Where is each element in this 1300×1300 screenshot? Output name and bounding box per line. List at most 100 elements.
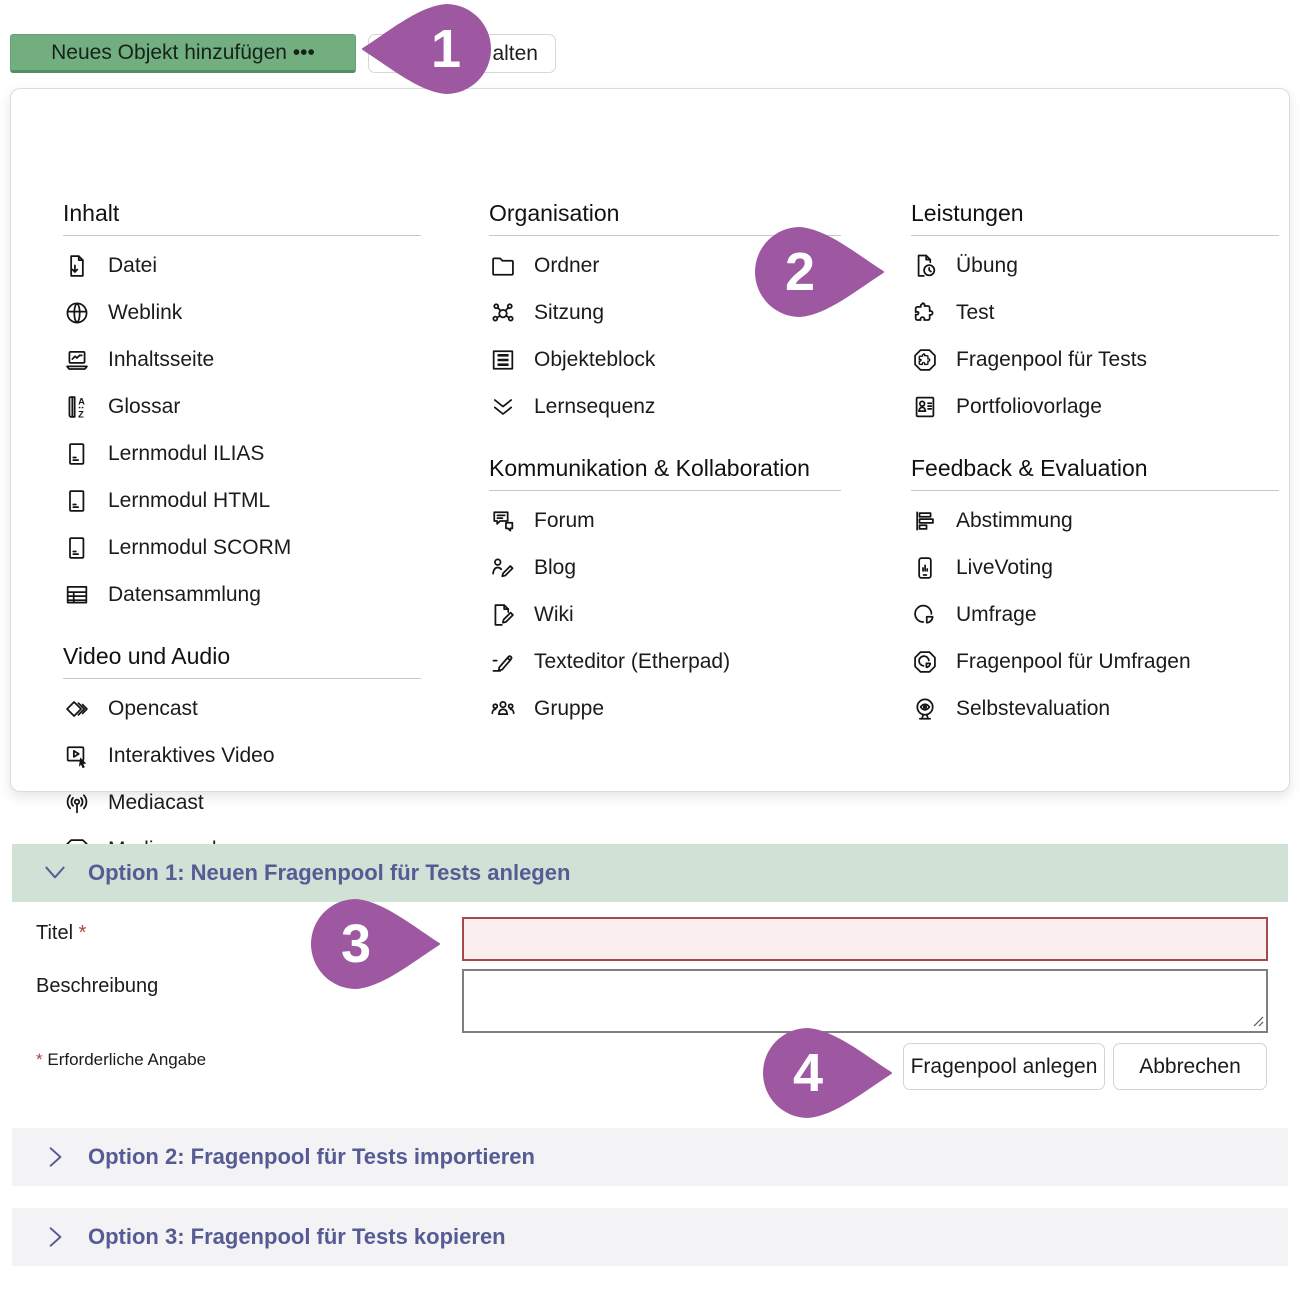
menu-section-title: Video und Audio — [63, 643, 231, 669]
menu-item-livevoting[interactable]: LiveVoting — [911, 544, 1279, 591]
opencast-icon — [63, 695, 91, 723]
learning-module-icon — [63, 440, 91, 468]
partially-hidden-button[interactable]: alten — [368, 34, 556, 73]
menu-item-label: Texteditor (Etherpad) — [534, 649, 731, 673]
menu-item-label: Forum — [534, 508, 595, 532]
menu-item-label: Datei — [108, 253, 158, 277]
file-download-icon — [63, 252, 91, 280]
menu-item-mediacast[interactable]: Mediacast — [63, 779, 421, 826]
survey-pie-icon — [911, 601, 939, 629]
mediacast-icon — [63, 789, 91, 817]
menu-item-label: Opencast — [108, 696, 198, 720]
resize-handle-icon[interactable] — [1252, 1015, 1264, 1027]
section-divider — [911, 235, 1279, 236]
cancel-button[interactable]: Abbrechen — [1113, 1043, 1267, 1090]
accordion-option3-header[interactable]: Option 3: Fragenpool für Tests kopieren — [12, 1208, 1288, 1266]
portfolio-template-icon — [911, 393, 939, 421]
menu-item-label: Lernmodul ILIAS — [108, 441, 265, 465]
title-input[interactable] — [462, 917, 1268, 961]
menu-item-label: Mediacast — [108, 790, 204, 814]
data-table-icon — [63, 581, 91, 609]
menu-item-lernsequenz[interactable]: Lernsequenz — [489, 383, 841, 430]
learning-sequence-icon — [489, 393, 517, 421]
globe-icon — [63, 299, 91, 327]
menu-item-selbstevaluation[interactable]: Selbstevaluation — [911, 685, 1279, 732]
menu-item-fragenpool-fuer-tests[interactable]: Fragenpool für Tests — [911, 336, 1279, 383]
menu-item-label: Wiki — [534, 602, 574, 626]
accordion-option3-title: Option 3: Fragenpool für Tests kopieren — [88, 1224, 506, 1249]
blog-icon — [489, 554, 517, 582]
menu-item-glossar[interactable]: Glossar — [63, 383, 421, 430]
menu-item-label: Sitzung — [534, 300, 605, 324]
required-asterisk: * — [78, 922, 87, 944]
session-icon — [489, 299, 517, 327]
menu-item-label: Lernmodul SCORM — [108, 535, 292, 559]
interactive-video-icon — [63, 742, 91, 770]
menu-item-label: Datensammlung — [108, 582, 261, 606]
menu-item-uebung[interactable]: Übung — [911, 242, 1279, 289]
exercise-icon — [911, 252, 939, 280]
menu-item-wiki[interactable]: Wiki — [489, 591, 841, 638]
menu-item-label: Blog — [534, 555, 577, 579]
menu-item-label: Fragenpool für Tests — [956, 347, 1148, 371]
menu-item-fragenpool-fuer-umfragen[interactable]: Fragenpool für Umfragen — [911, 638, 1279, 685]
menu-item-texteditor-etherpad[interactable]: Texteditor (Etherpad) — [489, 638, 841, 685]
description-textarea-wrap — [462, 969, 1268, 1033]
menu-item-ordner[interactable]: Ordner — [489, 242, 841, 289]
wiki-icon — [489, 601, 517, 629]
menu-item-opencast[interactable]: Opencast — [63, 685, 421, 732]
chevron-right-icon — [42, 1224, 68, 1250]
menu-item-label: Interaktives Video — [108, 743, 275, 767]
menu-item-datei[interactable]: Datei — [63, 242, 421, 289]
create-question-pool-button[interactable]: Fragenpool anlegen — [903, 1043, 1105, 1090]
menu-item-lernmodul-html[interactable]: Lernmodul HTML — [63, 477, 421, 524]
accordion-option2-header[interactable]: Option 2: Fragenpool für Tests importier… — [12, 1128, 1288, 1186]
annotation-marker-3: 3 — [311, 899, 441, 989]
menu-item-sitzung[interactable]: Sitzung — [489, 289, 841, 336]
menu-item-lernmodul-ilias[interactable]: Lernmodul ILIAS — [63, 430, 421, 477]
menu-item-test[interactable]: Test — [911, 289, 1279, 336]
menu-item-abstimmung[interactable]: Abstimmung — [911, 497, 1279, 544]
menu-item-interaktives-video[interactable]: Interaktives Video — [63, 732, 421, 779]
object-block-icon — [489, 346, 517, 374]
menu-item-label: Gruppe — [534, 696, 605, 720]
menu-item-weblink[interactable]: Weblink — [63, 289, 421, 336]
required-note: * Erforderliche Angabe — [36, 1050, 207, 1069]
menu-section-title: Feedback & Evaluation — [911, 455, 1148, 481]
description-textarea[interactable] — [462, 969, 1268, 1033]
title-field-label: Titel * — [36, 922, 87, 944]
menu-section-title: Organisation — [489, 200, 620, 226]
forum-icon — [489, 507, 517, 535]
folder-icon — [489, 252, 517, 280]
menu-item-gruppe[interactable]: Gruppe — [489, 685, 841, 732]
accordion-option1-title: Option 1: Neuen Fragenpool für Tests anl… — [88, 860, 571, 885]
menu-item-umfrage[interactable]: Umfrage — [911, 591, 1279, 638]
chevron-down-icon — [42, 860, 68, 886]
add-object-button[interactable]: Neues Objekt hinzufügen ••• — [10, 34, 356, 73]
question-pool-survey-icon — [911, 648, 939, 676]
menu-item-label: Inhaltsseite — [108, 347, 215, 371]
glossary-icon — [63, 393, 91, 421]
menu-item-label: Ordner — [534, 253, 600, 277]
section-divider — [63, 235, 421, 236]
menu-item-portfoliovorlage[interactable]: Portfoliovorlage — [911, 383, 1279, 430]
menu-item-label: Abstimmung — [956, 508, 1073, 532]
menu-item-inhaltsseite[interactable]: Inhaltsseite — [63, 336, 421, 383]
menu-item-blog[interactable]: Blog — [489, 544, 841, 591]
accordion-option1-header[interactable]: Option 1: Neuen Fragenpool für Tests anl… — [12, 844, 1288, 902]
menu-item-datensammlung[interactable]: Datensammlung — [63, 571, 421, 618]
menu-item-objekteblock[interactable]: Objekteblock — [489, 336, 841, 383]
menu-item-lernmodul-scorm[interactable]: Lernmodul SCORM — [63, 524, 421, 571]
required-asterisk: * — [36, 1050, 43, 1069]
menu-item-label: Glossar — [108, 394, 181, 418]
menu-item-forum[interactable]: Forum — [489, 497, 841, 544]
menu-section-title: Kommunikation & Kollabo­ration — [489, 455, 810, 481]
accordion-option2-title: Option 2: Fragenpool für Tests importier… — [88, 1144, 535, 1169]
